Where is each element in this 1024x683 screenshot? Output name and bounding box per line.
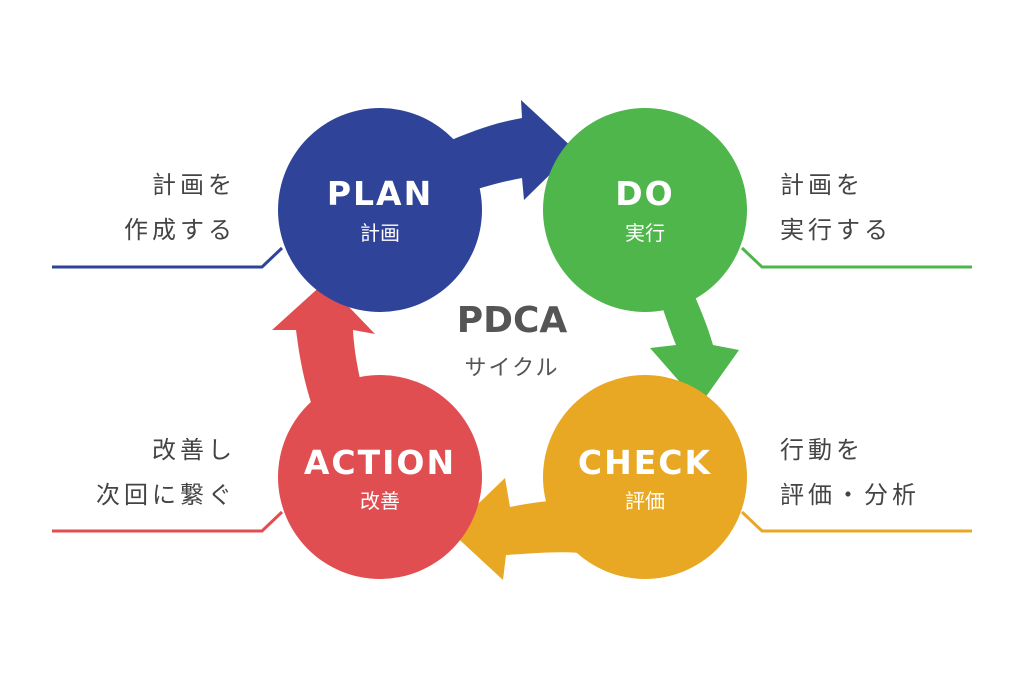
do-title: DO xyxy=(615,174,674,213)
action-note-line1: 改善し xyxy=(152,436,236,464)
action-title: ACTION xyxy=(304,443,456,482)
plan-note-line2: 作成する xyxy=(124,216,236,244)
do-circle xyxy=(543,108,747,312)
check-subtitle: 評価 xyxy=(625,489,665,513)
check-title: CHECK xyxy=(578,443,712,482)
do-note-line2: 実行する xyxy=(780,216,892,244)
plan-title: PLAN xyxy=(327,174,433,213)
check-circle xyxy=(543,375,747,579)
do-connector-line xyxy=(740,246,972,269)
do-subtitle: 実行 xyxy=(625,221,665,245)
check-note-line1: 行動を xyxy=(780,436,864,464)
action-circle xyxy=(278,375,482,579)
plan-circle xyxy=(278,108,482,312)
plan-subtitle: 計画 xyxy=(360,221,400,245)
check-note-line2: 評価・分析 xyxy=(780,481,920,509)
do-note-line1: 計画を xyxy=(780,171,864,199)
check-connector-line xyxy=(740,510,972,533)
center-title: PDCA xyxy=(457,300,568,341)
plan-note-line1: 計画を xyxy=(152,171,236,199)
action-note-line2: 次回に繋ぐ xyxy=(96,481,236,509)
plan-connector-line xyxy=(52,246,284,269)
center-subtitle: サイクル xyxy=(465,356,560,381)
action-subtitle: 改善 xyxy=(360,489,400,513)
action-connector-line xyxy=(52,510,284,533)
